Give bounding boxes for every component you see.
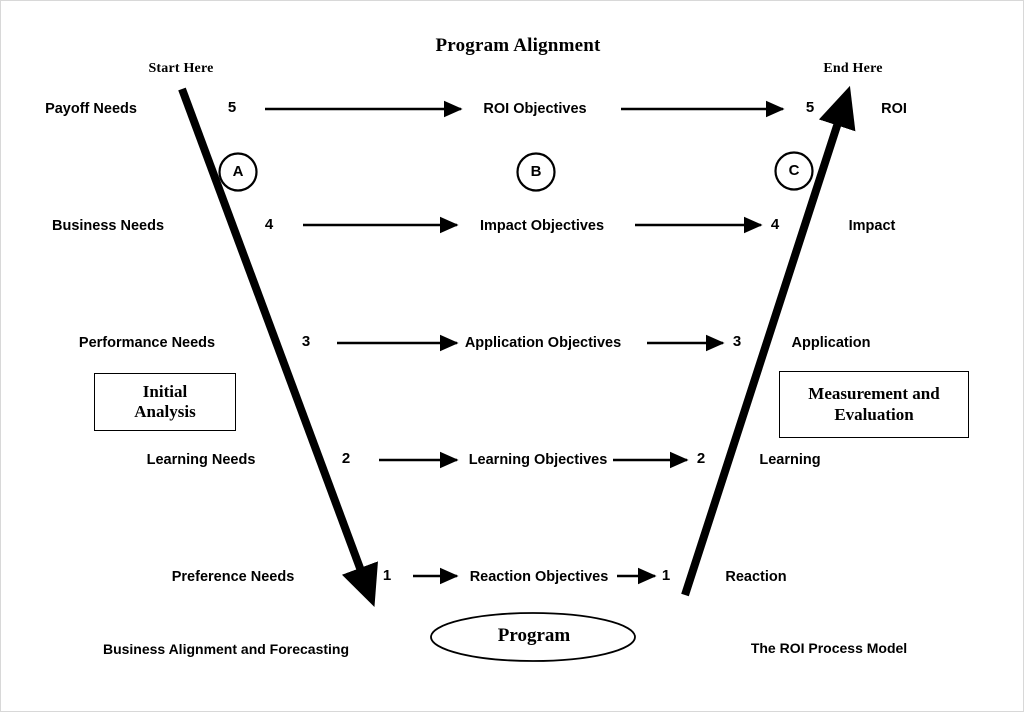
right-level-number-4: 4: [770, 216, 780, 233]
measurement-evaluation-box: Measurement and Evaluation: [779, 371, 969, 438]
objective-label-2: Learning Objectives: [468, 452, 608, 468]
result-label-2: Learning: [759, 452, 821, 468]
need-label-2: Learning Needs: [146, 452, 256, 468]
left-level-number-4: 4: [264, 216, 274, 233]
stage-circle-c: [774, 151, 814, 191]
right-level-number-2: 2: [696, 450, 706, 467]
initial-analysis-line2: Analysis: [134, 402, 196, 421]
need-label-3: Performance Needs: [78, 335, 216, 351]
result-label-1: Reaction: [725, 569, 787, 585]
measurement-evaluation-line1: Measurement and: [808, 384, 940, 404]
measurement-evaluation-line2: Evaluation: [834, 404, 914, 424]
program-ellipse: [430, 612, 636, 662]
stage-letter-b: B: [530, 163, 542, 180]
right-funnel-arrow: [681, 85, 856, 597]
left-level-number-1: 1: [382, 567, 392, 584]
page-title: Program Alignment: [435, 35, 601, 56]
need-label-5: Payoff Needs: [45, 101, 137, 117]
objective-label-1: Reaction Objectives: [469, 569, 609, 585]
need-label-4: Business Needs: [51, 218, 165, 234]
right-level-number-1: 1: [661, 567, 671, 584]
end-here-label: End Here: [823, 61, 883, 76]
need-label-1: Preference Needs: [171, 569, 295, 585]
stage-letter-a: A: [232, 163, 244, 180]
start-here-label: Start Here: [148, 61, 214, 76]
right-level-number-3: 3: [732, 333, 742, 350]
left-level-number-5: 5: [227, 99, 237, 116]
result-label-5: ROI: [881, 101, 907, 117]
left-level-number-3: 3: [301, 333, 311, 350]
objective-label-3: Application Objectives: [464, 335, 622, 351]
footer-right-label: The ROI Process Model: [750, 640, 908, 656]
objective-label-4: Impact Objectives: [479, 218, 605, 234]
result-label-4: Impact: [848, 218, 896, 234]
result-label-3: Application: [791, 335, 871, 351]
left-level-number-2: 2: [341, 450, 351, 467]
left-funnel-arrow: [178, 87, 378, 607]
stage-circle-a: [218, 152, 258, 192]
stage-letter-c: C: [788, 162, 800, 179]
initial-analysis-line1: Initial: [142, 381, 188, 401]
initial-analysis-box: Initial Analysis: [94, 373, 236, 431]
objective-label-5: ROI Objectives: [483, 101, 587, 117]
stage-circle-b: [516, 152, 556, 192]
footer-left-label: Business Alignment and Forecasting: [102, 641, 350, 657]
program-label: Program: [497, 625, 571, 646]
right-level-number-5: 5: [805, 99, 815, 116]
